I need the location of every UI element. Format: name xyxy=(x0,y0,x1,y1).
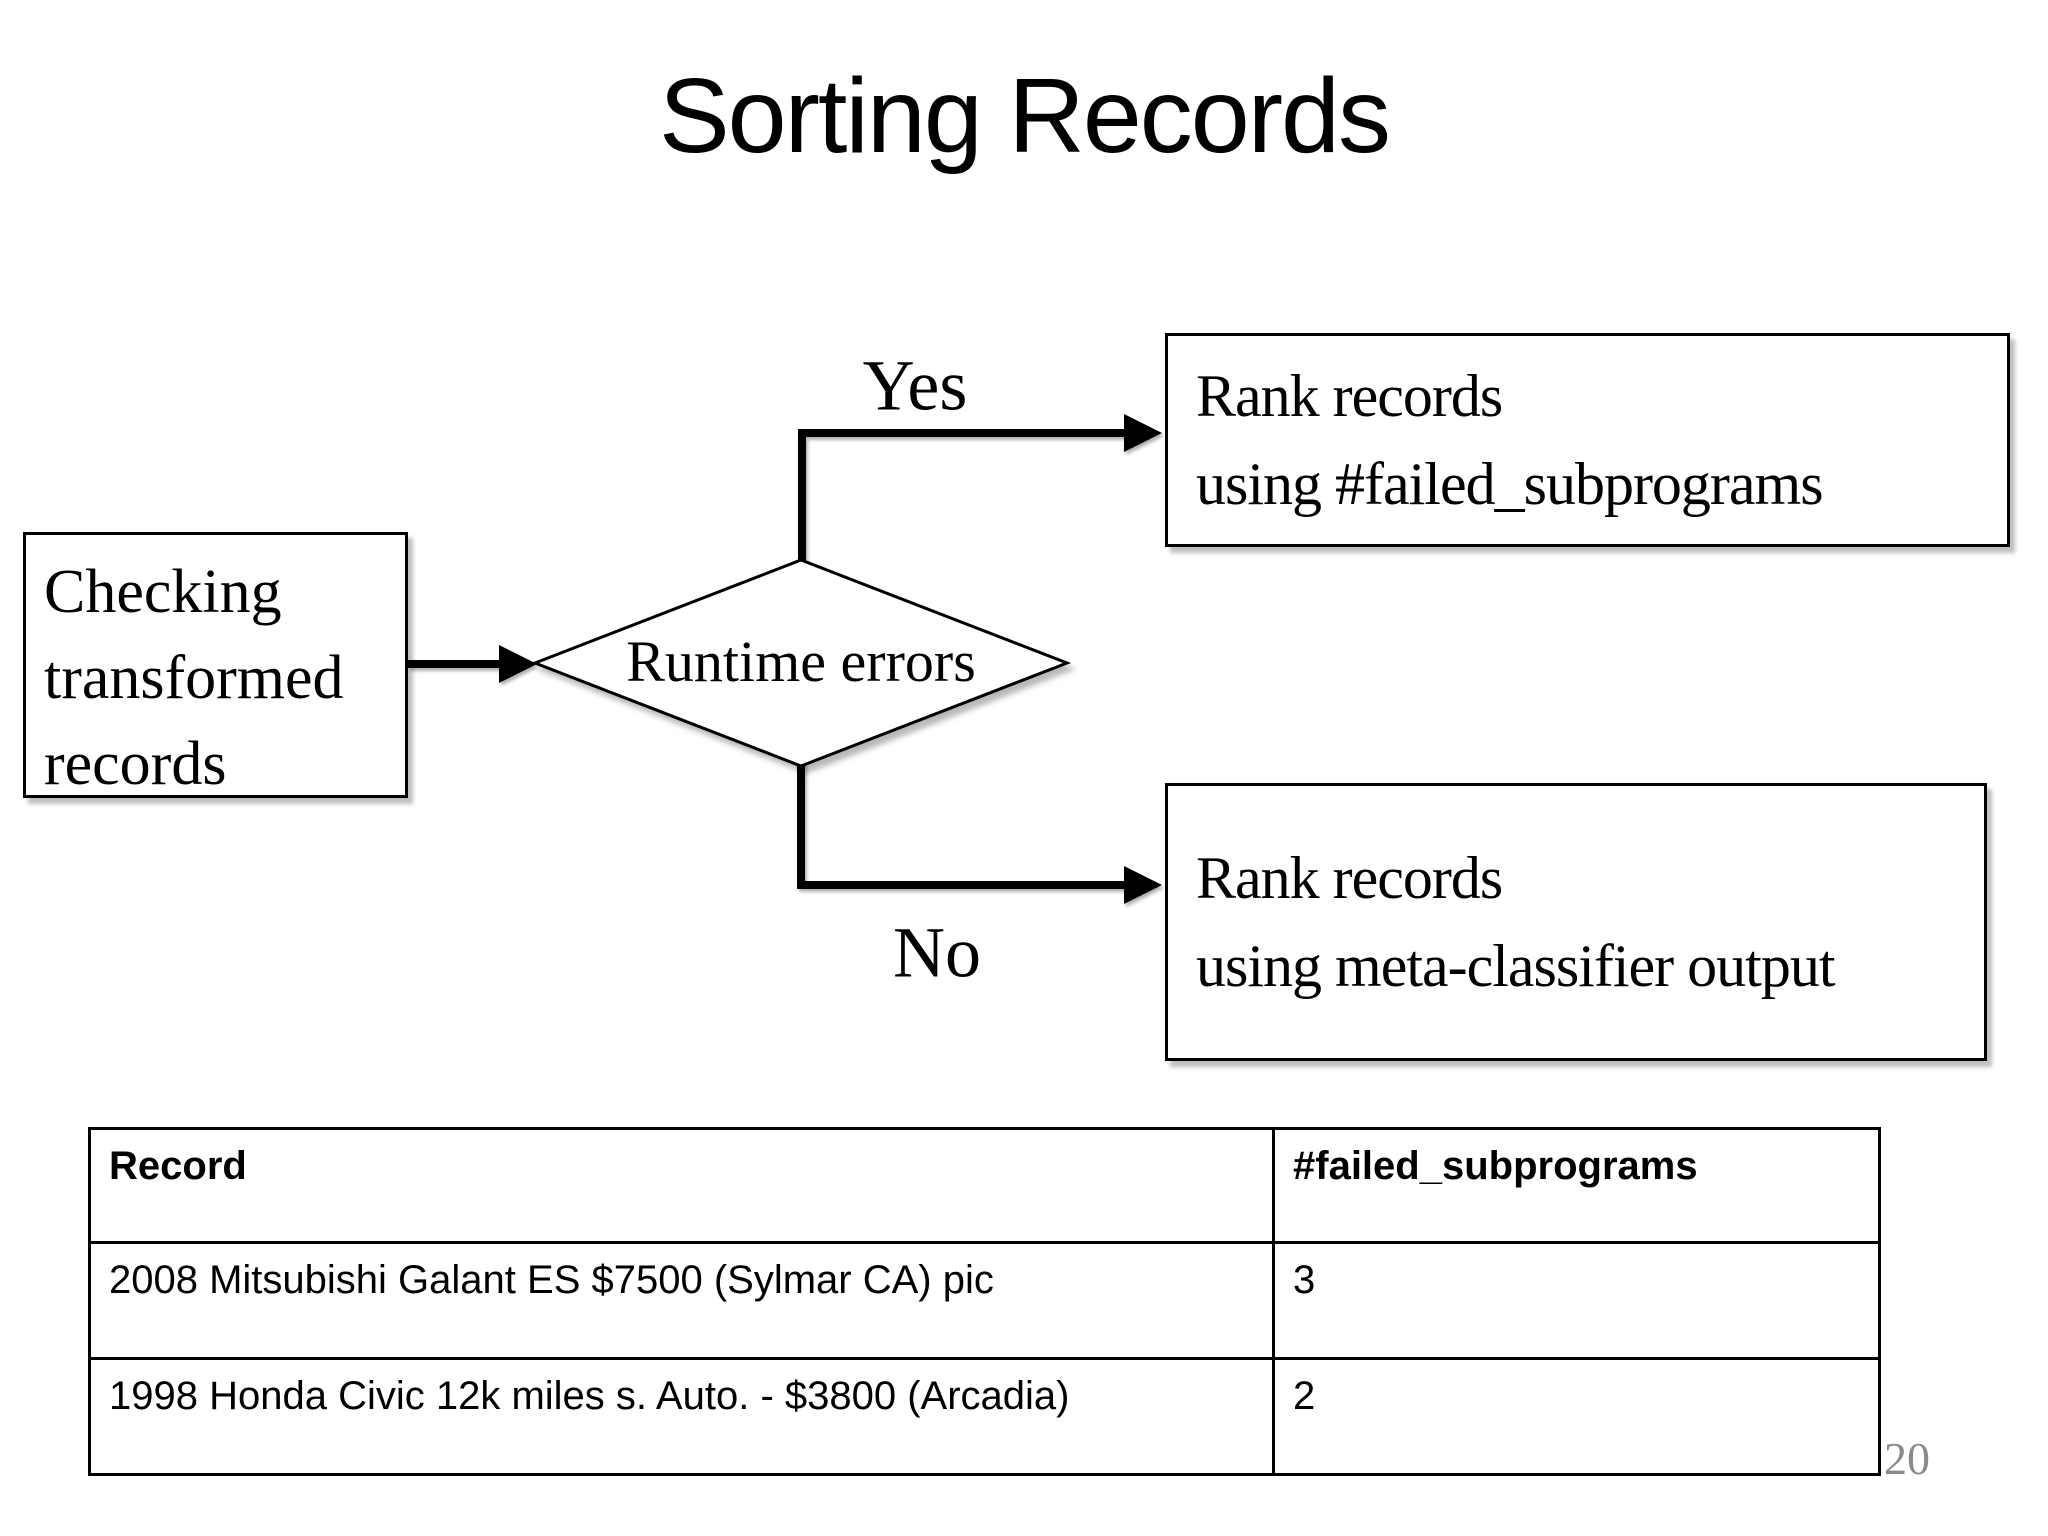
start-to-decision-arrowhead xyxy=(499,645,537,683)
yes-branch-label: Yes xyxy=(862,345,968,426)
failed-subprograms-cell: 3 xyxy=(1272,1241,1881,1360)
start-box-line: Checking xyxy=(44,558,282,626)
start-box-line: records xyxy=(44,730,227,798)
rank-box-line: Rank records xyxy=(1196,845,1503,911)
rank-by-meta-classifier-box: Rank records using meta-classifier outpu… xyxy=(1165,783,1987,1061)
yes-arrowhead xyxy=(1124,414,1162,452)
rank-by-failed-subprograms-box: Rank records using #failed_subprograms xyxy=(1165,333,2010,547)
page-title: Sorting Records xyxy=(658,57,1391,175)
record-cell: 1998 Honda Civic 12k miles s. Auto. - $3… xyxy=(88,1357,1275,1476)
decision-diamond-shape xyxy=(530,558,1072,768)
rank-box-line: using #failed_subprograms xyxy=(1196,451,1824,517)
start-box: Checking transformed records xyxy=(23,532,408,798)
no-connector-line xyxy=(797,760,1126,889)
decision-label: Runtime errors xyxy=(626,629,976,695)
no-branch-label: No xyxy=(893,912,981,993)
page-number: 20 xyxy=(1884,1433,1930,1484)
table-header-row: Record #failed_subprograms xyxy=(88,1127,1881,1244)
column-header-failed-subprograms: #failed_subprograms xyxy=(1272,1127,1881,1244)
column-header-record: Record xyxy=(88,1127,1275,1244)
failed-subprograms-cell: 2 xyxy=(1272,1357,1881,1476)
start-box-line: transformed xyxy=(44,644,344,712)
record-cell: 2008 Mitsubishi Galant ES $7500 (Sylmar … xyxy=(88,1241,1275,1360)
rank-box-line: Rank records xyxy=(1196,363,1503,429)
table-row: 2008 Mitsubishi Galant ES $7500 (Sylmar … xyxy=(88,1241,1881,1360)
rank-box-line: using meta-classifier output xyxy=(1196,933,1836,999)
no-arrowhead xyxy=(1124,866,1162,904)
yes-connector-line xyxy=(798,429,1126,566)
table-row: 1998 Honda Civic 12k miles s. Auto. - $3… xyxy=(88,1357,1881,1476)
records-table: Record #failed_subprograms 2008 Mitsubis… xyxy=(88,1127,1881,1476)
